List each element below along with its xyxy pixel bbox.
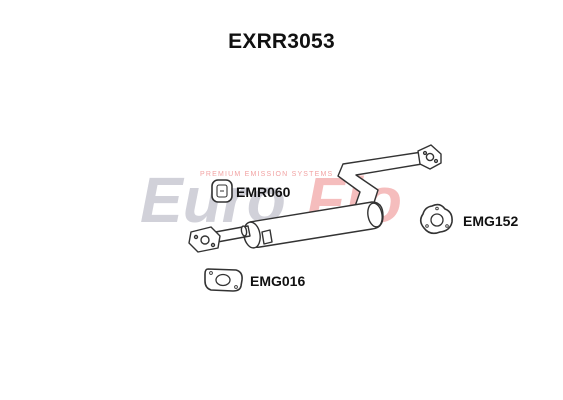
triangle-flange-gasket-icon [419, 203, 453, 235]
two-bolt-gasket-icon [204, 268, 243, 292]
rubber-hanger-icon [211, 179, 233, 203]
part-label-emr060: EMR060 [236, 184, 291, 200]
part-label-emg152: EMG152 [463, 213, 519, 229]
watermark-tagline: PREMIUM EMISSION SYSTEMS [200, 171, 334, 178]
product-code-title: EXRR3053 [228, 30, 335, 53]
part-label-emg016: EMG016 [250, 273, 306, 289]
centre-silencer-pipe [188, 144, 442, 253]
